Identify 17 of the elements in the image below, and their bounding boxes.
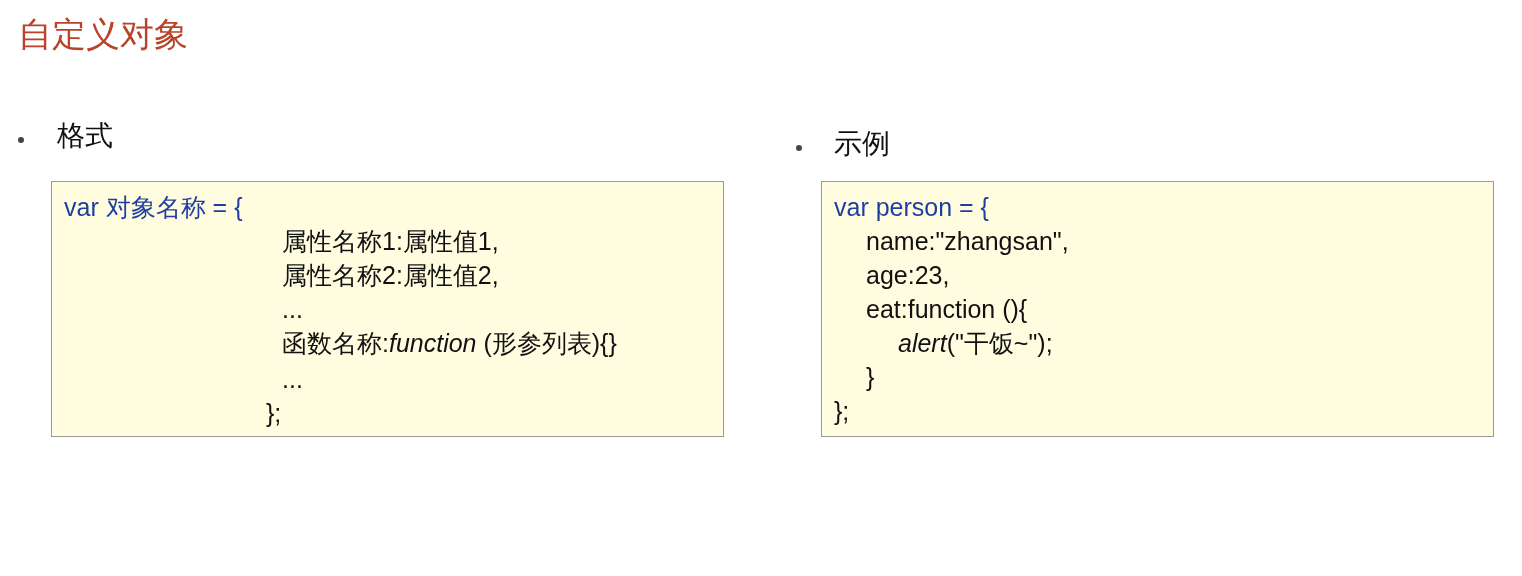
code-line: 函数名称:function (形参列表){} <box>282 328 617 358</box>
code-line: alert("干饭~"); <box>898 328 1053 358</box>
code-line: ... <box>282 364 303 394</box>
code-line: }; <box>834 396 850 426</box>
code-line: 属性名称1:属性值1, <box>282 226 499 256</box>
code-line: eat:function (){ <box>866 294 1028 324</box>
code-line: }; <box>266 398 282 428</box>
slide-title: 自定义对象 <box>18 14 188 55</box>
code-line: var 对象名称 = { <box>64 192 243 222</box>
section-heading: 示例 <box>834 127 890 161</box>
code-line: age:23, <box>866 260 950 290</box>
code-line: 属性名称2:属性值2, <box>282 260 499 290</box>
code-line: } <box>866 362 875 392</box>
code-line: name:"zhangsan", <box>866 226 1069 256</box>
code-line: var person = { <box>834 192 989 222</box>
code-line: ... <box>282 294 303 324</box>
section-heading: 格式 <box>57 119 113 153</box>
